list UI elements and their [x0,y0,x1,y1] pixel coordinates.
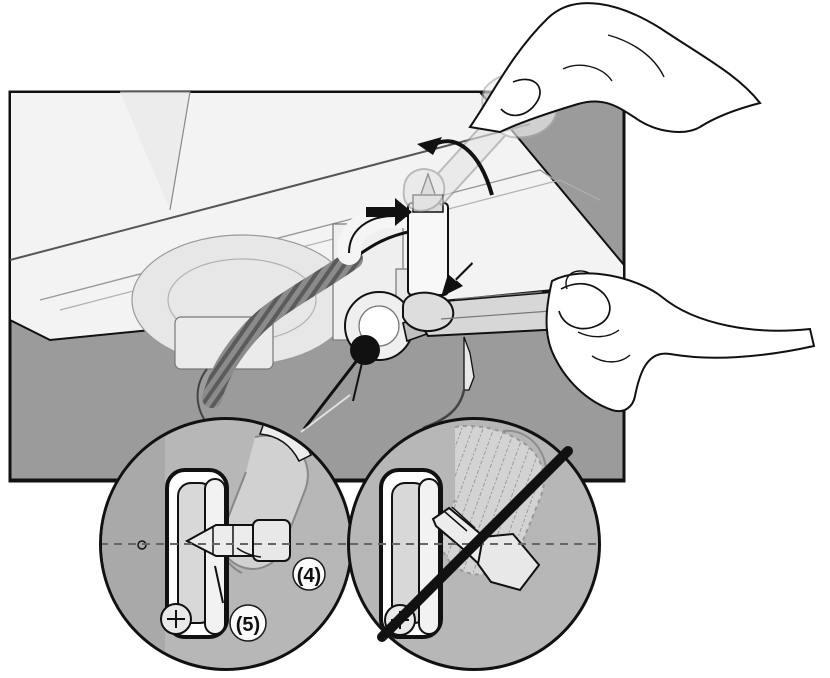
lower-hand [547,273,814,411]
incorrect-position-detail [350,420,602,672]
valve-body [408,203,448,295]
callout-label-4: (4) [297,565,321,587]
callout-label-5: (5) [236,614,260,636]
valve-nut [253,520,290,561]
